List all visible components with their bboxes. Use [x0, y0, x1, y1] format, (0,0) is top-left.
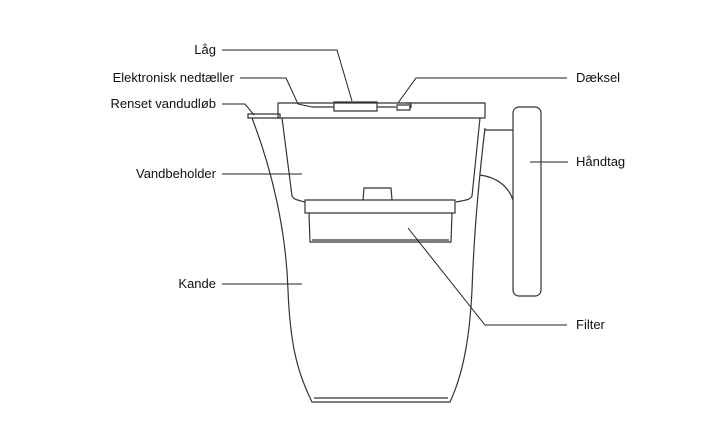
leader-timer	[240, 77, 313, 108]
leader-filter	[407, 227, 567, 326]
cover-button	[396, 102, 412, 111]
label-filter: Filter	[576, 317, 605, 332]
reservoir	[281, 117, 481, 203]
label-timer: Elektronisk nedtæller	[112, 70, 234, 85]
label-reservoir: Vandbeholder	[136, 166, 216, 181]
label-cover: Dæksel	[576, 70, 621, 85]
leader-spout	[222, 103, 255, 116]
lid	[277, 102, 486, 119]
label-jug: Kande	[178, 276, 216, 291]
filter-body	[308, 212, 453, 243]
filter-plate	[304, 199, 456, 214]
label-lid: Låg	[194, 42, 216, 57]
leader-lid	[222, 49, 353, 102]
label-spout: Renset vandudløb	[110, 96, 216, 111]
spout	[247, 113, 281, 119]
leader-cover	[397, 77, 567, 104]
jug-outline	[251, 117, 486, 403]
label-handle: Håndtag	[576, 154, 626, 169]
timer-display	[312, 101, 396, 112]
handle-connector	[479, 129, 514, 201]
handle	[512, 106, 542, 297]
reservoir-tab	[362, 187, 393, 201]
